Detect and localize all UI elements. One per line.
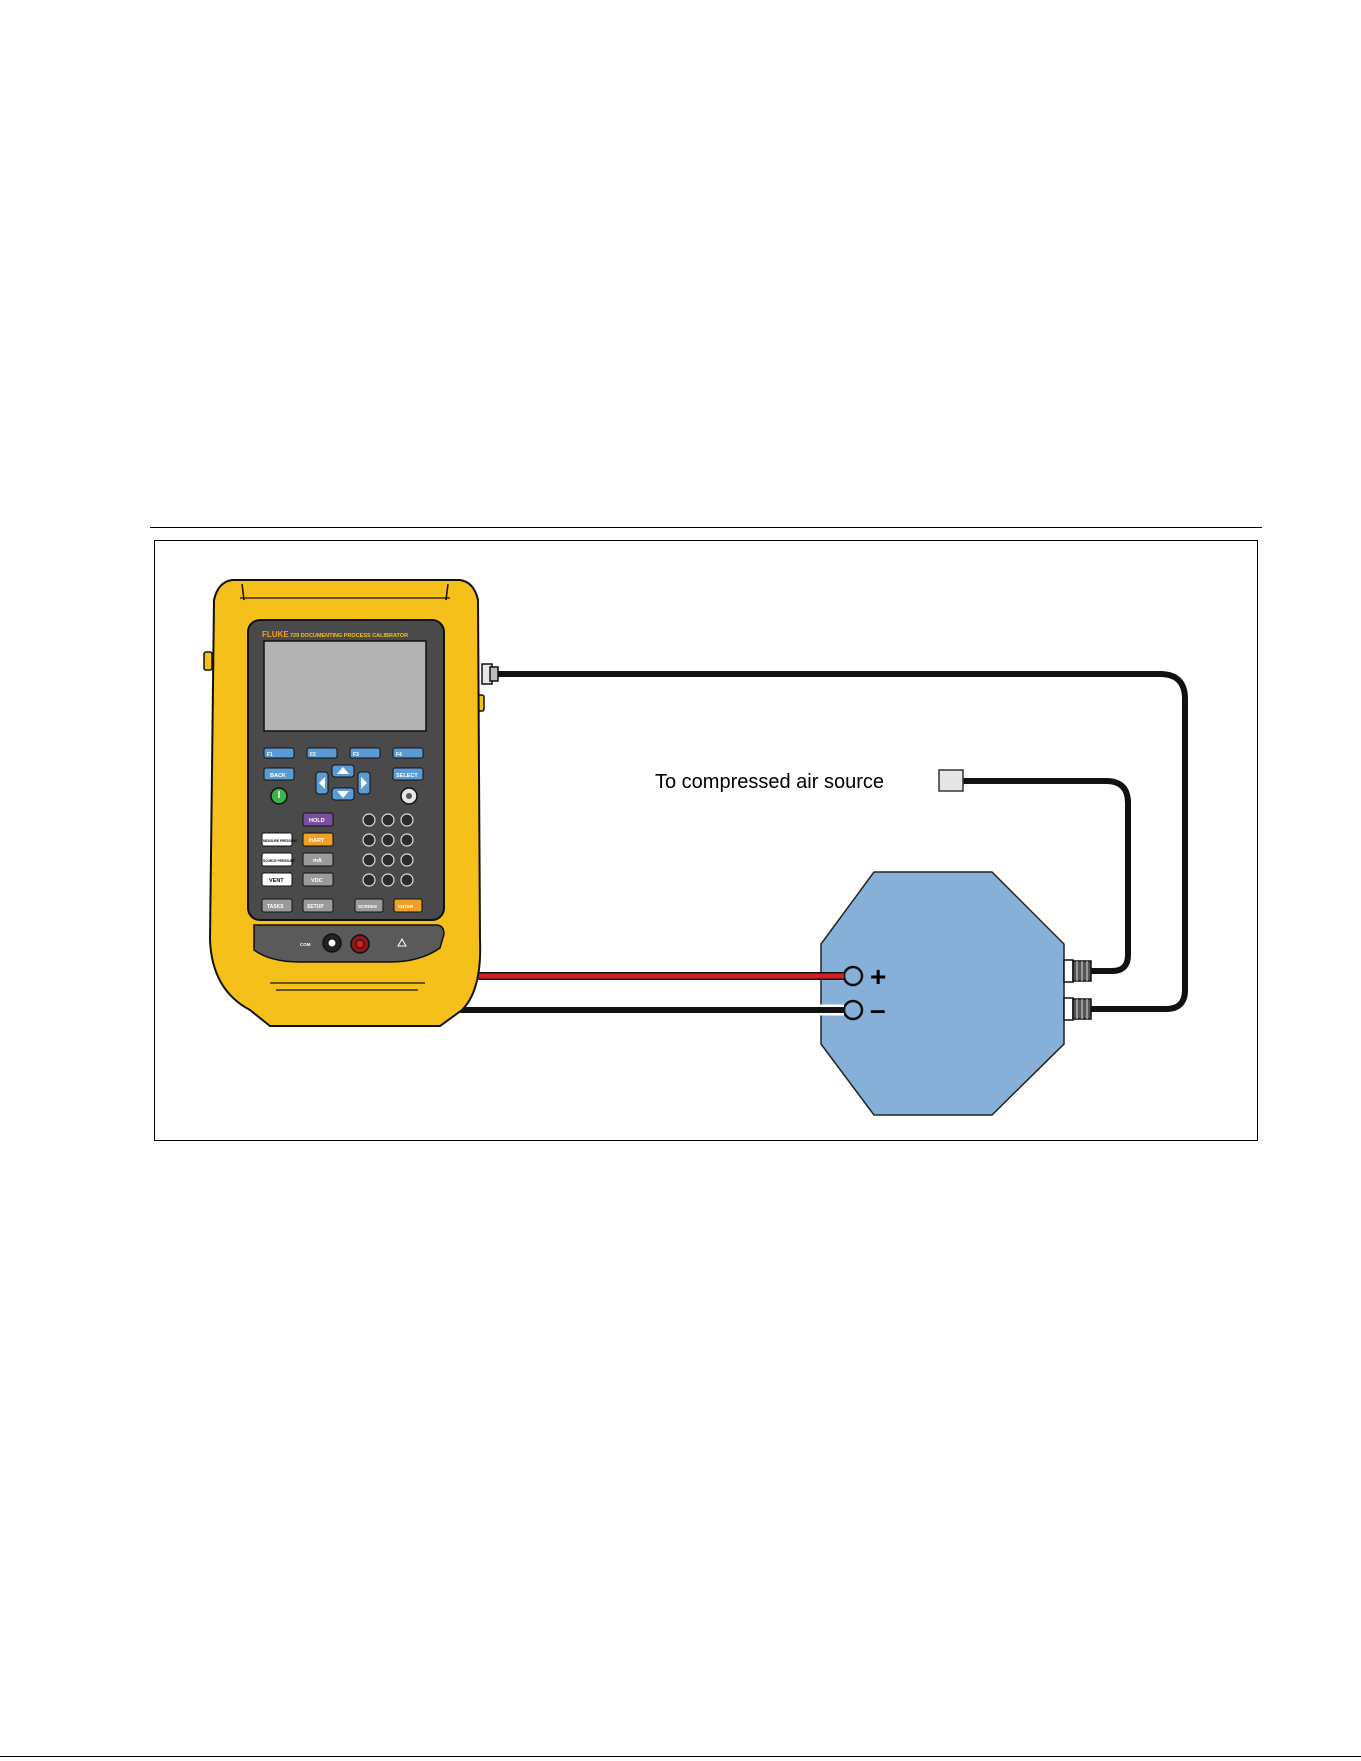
calibrator-brand: FLUKE (262, 630, 289, 639)
svg-text:TASKS: TASKS (267, 904, 284, 910)
svg-text:HOLD: HOLD (309, 818, 325, 824)
svg-text:mA: mA (313, 858, 322, 864)
svg-text:SELECT: SELECT (396, 773, 418, 779)
calibrator-display (264, 641, 426, 731)
svg-text:VENT: VENT (269, 878, 284, 884)
svg-text:SOURCE PRESSURE: SOURCE PRESSURE (263, 859, 295, 863)
svg-text:HART: HART (309, 838, 325, 844)
com-label: COM (300, 942, 311, 947)
transmitter-body (821, 872, 1064, 1115)
plus-terminal (844, 967, 862, 985)
keypad-key[interactable] (382, 854, 394, 866)
keypad-key[interactable] (363, 834, 375, 846)
keypad-key[interactable] (363, 854, 375, 866)
svg-text:F2: F2 (310, 752, 316, 758)
svg-text:MEASURE PRESSURE: MEASURE PRESSURE (263, 839, 297, 843)
keypad-key[interactable] (363, 814, 375, 826)
keypad-key[interactable] (382, 814, 394, 826)
pressure-fitting-upper (1064, 960, 1091, 982)
svg-text:ENTER: ENTER (398, 904, 414, 909)
pressure-fitting-lower (1064, 998, 1091, 1020)
process-calibrator: FLUKE 729 DOCUMENTING PROCESS CALIBRATOR… (204, 580, 498, 1026)
svg-text:SCREEN: SCREEN (358, 904, 377, 909)
keypad-key[interactable] (401, 834, 413, 846)
keypad-key[interactable] (382, 834, 394, 846)
svg-text:BACK: BACK (270, 773, 286, 779)
minus-sign: – (870, 994, 886, 1025)
svg-text:F1: F1 (267, 752, 273, 758)
svg-text:VDC: VDC (311, 878, 323, 884)
keypad-key[interactable] (382, 874, 394, 886)
air-source-callout: To compressed air source (655, 771, 884, 793)
keypad-key[interactable] (401, 814, 413, 826)
calibrator-pressure-port (482, 664, 498, 684)
minus-terminal (844, 1001, 862, 1019)
keypad-key[interactable] (401, 854, 413, 866)
keypad-key[interactable] (401, 874, 413, 886)
keypad-key[interactable] (363, 874, 375, 886)
jack-panel (254, 925, 444, 962)
svg-text:SETUP: SETUP (307, 904, 324, 910)
pressure-transmitter: + – (821, 872, 1091, 1115)
air-source-fitting (939, 770, 963, 791)
plus-sign: + (870, 961, 886, 992)
svg-text:F3: F3 (353, 752, 359, 758)
svg-text:F4: F4 (396, 752, 402, 758)
calibrator-model: 729 DOCUMENTING PROCESS CALIBRATOR (290, 633, 408, 639)
